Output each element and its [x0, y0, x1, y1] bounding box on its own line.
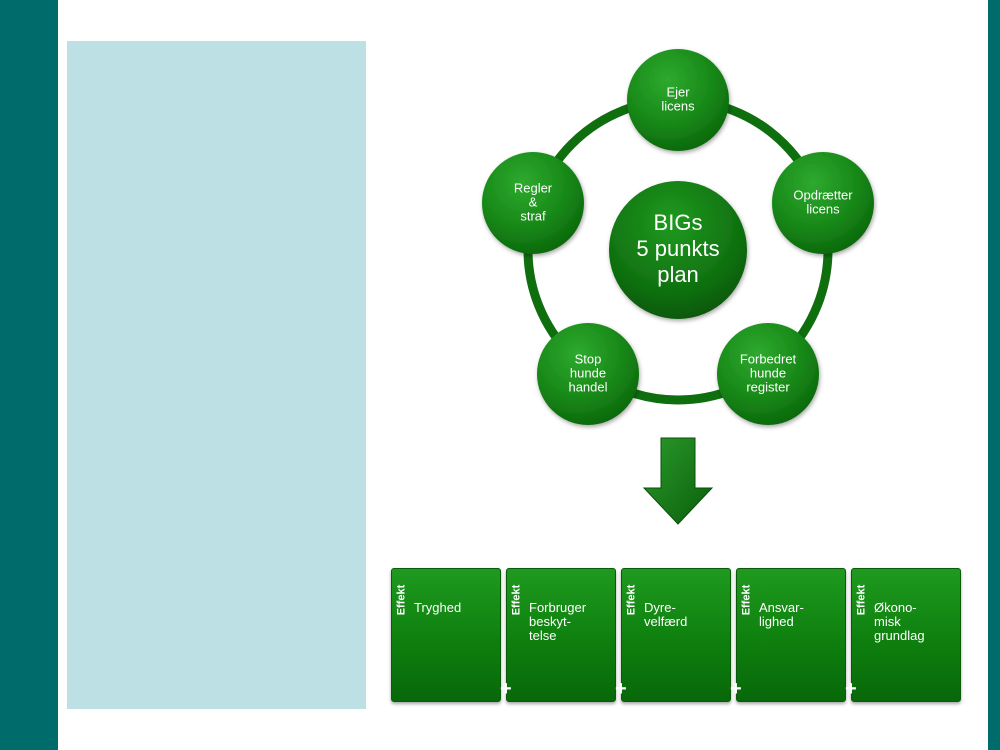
effect-text: Forbruger beskyt- telse — [529, 600, 587, 643]
plus-icon: + — [500, 678, 512, 700]
node-circle — [537, 323, 639, 425]
right-sidebar — [988, 0, 1000, 750]
effect-text: Dyre- velfærd — [644, 600, 688, 629]
plus-icon: + — [615, 678, 627, 700]
effect-text: Økono- misk grundlag — [874, 600, 925, 643]
node-circle — [717, 323, 819, 425]
effect-tab-label: Effekt — [395, 584, 407, 616]
center-label-line: BIGs — [654, 210, 703, 235]
effect-tab: Effekt — [624, 571, 638, 629]
effect-text: Tryghed — [414, 600, 462, 615]
node-label-line: hunde — [570, 365, 606, 380]
center-label-line: plan — [657, 262, 699, 287]
effect-tab-label: Effekt — [740, 584, 752, 616]
node-label-line: Opdrætter — [793, 187, 853, 202]
node-label-line: licens — [661, 98, 695, 113]
center-circle — [609, 181, 747, 319]
effect-tab: Effekt — [739, 571, 753, 629]
node-circle — [482, 152, 584, 254]
node-label-line: licens — [806, 201, 840, 216]
side-panel — [67, 41, 366, 709]
node-label-line: & — [529, 194, 538, 209]
node-regler: Regler&straf — [482, 152, 584, 254]
effect-tab: Effekt — [509, 571, 523, 629]
node-label-line: straf — [520, 208, 546, 223]
node-label-line: hunde — [750, 365, 786, 380]
node-label-line: Regler — [514, 180, 553, 195]
node-circle — [627, 49, 729, 151]
node-label-line: register — [746, 379, 790, 394]
node-label-line: Stop — [575, 351, 602, 366]
node-label-line: Ejer — [666, 84, 690, 99]
node-circle — [772, 152, 874, 254]
effect-tab-label: Effekt — [625, 584, 637, 616]
effect-tab-label: Effekt — [855, 584, 867, 616]
effect-tab: Effekt — [394, 571, 408, 629]
down-arrow-icon — [642, 437, 714, 525]
center-label-line: 5 punkts — [636, 236, 719, 261]
effect-tab-label: Effekt — [510, 584, 522, 616]
plus-icon: + — [845, 678, 857, 700]
left-sidebar — [0, 0, 58, 750]
plus-icon: + — [730, 678, 742, 700]
node-label-line: handel — [568, 379, 607, 394]
effect-text: Ansvar- lighed — [759, 600, 804, 629]
node-label-line: Forbedret — [740, 351, 797, 366]
effect-tab: Effekt — [854, 571, 868, 629]
